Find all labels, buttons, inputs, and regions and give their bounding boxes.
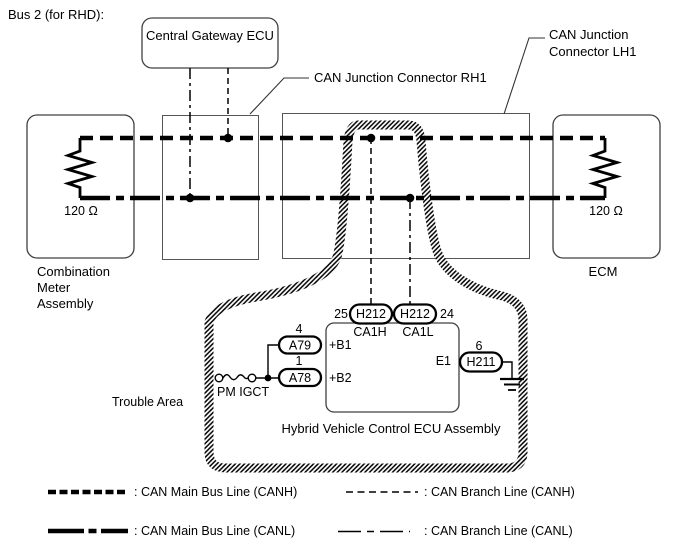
combination-meter-label-line1: Combination — [37, 264, 110, 279]
junction-dot-power — [264, 374, 272, 382]
legend-label-main-canh: : CAN Main Bus Line (CANH) — [134, 485, 297, 499]
terminal-ca1l: CA1L — [402, 325, 433, 339]
hybrid-ecu-label: Hybrid Vehicle Control ECU Assembly — [282, 421, 501, 436]
ecm-label: ECM — [589, 264, 618, 279]
can-junction-connector-lh1-box — [282, 113, 530, 259]
connector-h212-ca1h-label: H212 — [356, 307, 386, 321]
combination-meter-label-line3: Assembly — [37, 296, 94, 311]
legend-label-main-canl: : CAN Main Bus Line (CANL) — [134, 524, 295, 538]
trouble-area-label: Trouble Area — [112, 395, 183, 409]
connector-oval-h211 — [458, 351, 504, 373]
terminating-resistor-right — [588, 138, 622, 198]
connector-h211-label: H211 — [467, 355, 496, 369]
terminal-b2: +B2 — [329, 371, 352, 385]
leader-line-rh1 — [249, 77, 309, 115]
connector-a79-label: A79 — [289, 339, 311, 353]
resistor-value-right: 120 Ω — [589, 204, 623, 218]
power-wire-b1 — [267, 344, 279, 378]
diagram-title: Bus 2 (for RHD): — [8, 7, 104, 22]
can-junction-connector-rh1-box — [162, 115, 259, 260]
leader-line-lh1 — [503, 37, 545, 115]
wire-terminal-circle-right — [247, 373, 257, 383]
can-junction-connector-lh1-label-line1: CAN Junction — [549, 27, 628, 42]
ecm-box — [552, 114, 661, 259]
combination-meter-label-line2: Meter — [37, 280, 71, 295]
connector-oval-a79 — [277, 335, 323, 355]
connector-a78-label: A78 — [289, 371, 311, 385]
terminal-b1: +B1 — [329, 338, 352, 352]
legend-label-branch-canh: : CAN Branch Line (CANH) — [424, 485, 575, 499]
connector-oval-a78 — [277, 367, 323, 388]
ground-wire — [502, 361, 513, 379]
pin-1: 1 — [296, 354, 303, 368]
pin-24: 24 — [440, 307, 454, 321]
can-junction-connector-lh1-label-line2: Connector LH1 — [549, 44, 636, 59]
central-gateway-ecu-box — [141, 17, 279, 69]
terminal-e1: E1 — [436, 354, 451, 368]
trouble-area-outline — [204, 120, 528, 473]
junction-dot-hybrid-canl — [405, 193, 415, 203]
central-gateway-ecu-label: Central Gateway ECU — [146, 28, 274, 43]
terminating-resistor-left — [63, 138, 97, 198]
junction-dot-gateway-canh — [223, 133, 233, 143]
pin-4: 4 — [296, 322, 303, 336]
terminal-ca1h: CA1H — [353, 325, 386, 339]
pin-25: 25 — [334, 307, 348, 321]
connector-h212-ca1l-label: H212 — [400, 307, 430, 321]
pin-6: 6 — [476, 339, 483, 353]
resistor-value-left: 120 Ω — [64, 204, 98, 218]
pm-igct-label: PM IGCT — [217, 385, 269, 399]
wire-terminal-circle-left — [214, 373, 224, 383]
connector-oval-h212-ca1l — [392, 303, 438, 325]
ground-icon — [500, 377, 524, 391]
can-junction-connector-rh1-label: CAN Junction Connector RH1 — [314, 70, 487, 85]
junction-dot-hybrid-canh — [366, 133, 376, 143]
connector-oval-h212-ca1h — [348, 303, 394, 325]
junction-dot-gateway-canl — [185, 193, 195, 203]
hybrid-ecu-box — [325, 322, 460, 413]
legend-label-branch-canl: : CAN Branch Line (CANL) — [424, 524, 573, 538]
fuse-symbol — [222, 374, 249, 381]
